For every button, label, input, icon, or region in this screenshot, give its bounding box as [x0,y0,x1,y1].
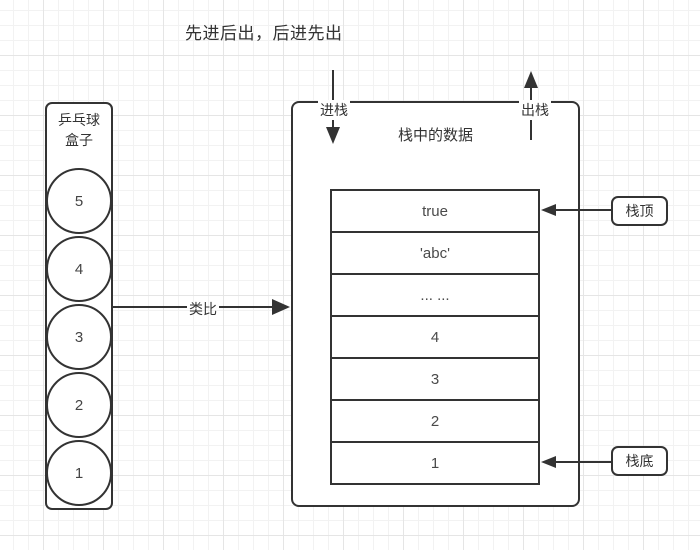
stack-cell-abc: 'abc' [330,231,540,275]
pingpong-box-label-line2: 盒子 [65,132,93,148]
ball-2: 2 [46,372,112,438]
ball-5: 5 [46,168,112,234]
ball-3: 3 [46,304,112,370]
stack-bottom-callout-label: 栈底 [625,453,654,469]
analogy-arrow-line-right [219,306,273,308]
stack-cell-2: 2 [330,399,540,443]
analogy-arrowhead-icon [272,299,290,315]
stack-top-callout-label: 栈顶 [625,203,654,219]
stack-bottom-arrowhead-icon [541,456,556,468]
analogy-arrow-label: 类比 [189,301,217,317]
diagram-title: 先进后出，后进先出 [185,24,343,43]
stack-cell-3: 3 [330,357,540,401]
pop-arrowhead-icon [524,71,538,88]
stack-bottom-arrow-line [555,461,611,463]
stack-top-arrow-line [555,209,611,211]
push-arrow-line [332,70,334,128]
analogy-arrow-line-left [113,306,187,308]
pingpong-box-label-line1: 乒乓球 [58,112,100,128]
stack-bottom-callout: 栈底 [611,446,668,476]
push-arrowhead-icon [326,127,340,144]
stack-cell-ellipsis: ... ... [330,273,540,317]
ball-1: 1 [46,440,112,506]
stack-box-title: 栈中的数据 [397,127,473,144]
stack-cell-true: true [330,189,540,233]
pingpong-box-label: 乒乓球 盒子 [47,110,111,150]
stack-top-arrowhead-icon [541,204,556,216]
push-label: 进栈 [318,100,350,120]
ball-4: 4 [46,236,112,302]
stack-cell-4: 4 [330,315,540,359]
stack-top-callout: 栈顶 [611,196,668,226]
stack-cell-1: 1 [330,441,540,485]
pop-label: 出栈 [519,100,551,120]
pingpong-box: 乒乓球 盒子 5 4 3 2 1 [45,102,113,510]
